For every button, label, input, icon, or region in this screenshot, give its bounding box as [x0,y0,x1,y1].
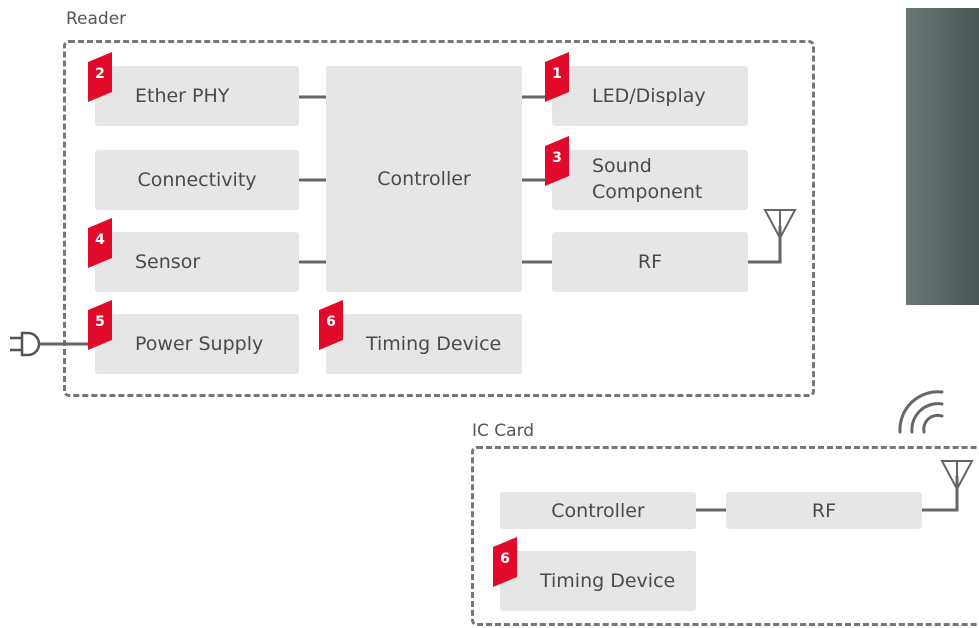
reader-controller-box: Controller [326,66,522,292]
connectivity-label: Connectivity [137,169,257,191]
ic-card-title: IC Card [472,421,535,441]
power-supply-label: Power Supply [135,333,264,355]
connectivity-box: Connectivity [95,150,299,210]
reader-rf-box: RF [552,232,748,292]
reader-timing-device-box: Timing Device [326,314,522,374]
badge-sound: 3 [545,136,573,186]
reader-boundary [63,40,815,397]
led-display-label: LED/Display [592,85,706,107]
ic-card-boundary [471,446,979,626]
led-display-box: LED/Display [552,66,748,126]
wireless-icon [898,390,944,434]
sound-component-box: Sound Component [552,150,748,210]
badge-card-timing: 6 [493,537,521,587]
reader-antenna-icon [763,209,797,241]
badge-reader-timing: 6 [319,300,347,350]
badge-ether-phy: 2 [88,52,116,102]
sensor-box: Sensor [95,232,299,292]
card-rf-label: RF [811,499,837,522]
card-controller-box: Controller [500,492,696,529]
reader-device-image [906,8,979,305]
sound-label-line2: Component [592,181,703,203]
card-rf-box: RF [726,492,922,529]
card-controller-label: Controller [551,499,645,522]
card-timing-device-box: Timing Device [500,551,696,611]
badge-sensor: 4 [88,218,116,268]
reader-rf-label: RF [637,251,663,273]
reader-timing-device-label: Timing Device [366,333,502,355]
power-supply-box: Power Supply [95,314,299,374]
reader-controller-label: Controller [377,168,471,190]
badge-power-supply: 5 [88,300,116,350]
card-antenna-icon [940,460,974,492]
ether-phy-label: Ether PHY [135,85,230,107]
reader-title: Reader [66,9,127,29]
card-timing-device-label: Timing Device [540,570,676,592]
badge-led-display: 1 [545,52,573,102]
sound-label-line1: Sound [592,155,652,178]
ether-phy-box: Ether PHY [95,66,299,126]
power-plug-icon [10,331,41,357]
sensor-label: Sensor [135,251,201,273]
